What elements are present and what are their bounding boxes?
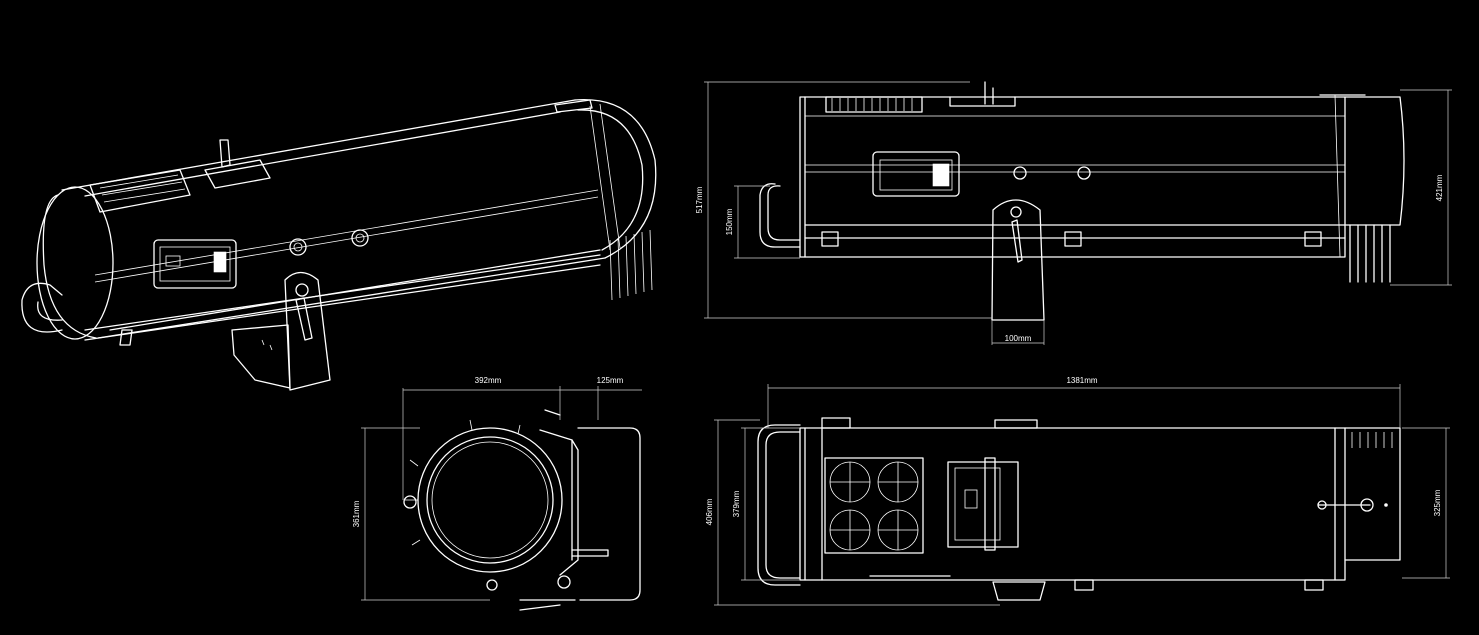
dim-top-outer-width: 406mm (705, 498, 714, 525)
dim-top-rear-width: 325mm (1433, 489, 1442, 516)
dim-front-width: 392mm (475, 376, 502, 385)
dim-front-offset: 125mm (597, 376, 624, 385)
front-view: 392mm 125mm 361mm (352, 376, 642, 611)
dim-top-inner-width: 379mm (732, 490, 741, 517)
dim-handle-height: 150mm (725, 208, 734, 235)
top-view: 1381mm 406mm 379mm 325mm (705, 376, 1450, 606)
dim-stand-width: 100mm (1005, 334, 1032, 343)
dim-side-body-height: 421mm (1435, 174, 1444, 201)
dim-top-length: 1381mm (1066, 376, 1097, 385)
dim-side-height: 517mm (695, 186, 704, 213)
isometric-view (21, 99, 657, 391)
dim-front-height: 361mm (352, 500, 361, 527)
side-view: 517mm 150mm 100mm 421mm (695, 81, 1452, 345)
